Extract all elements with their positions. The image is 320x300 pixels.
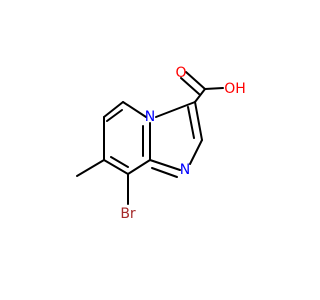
bond-ring6-c8-c8a: [127, 159, 151, 175]
atom-label-n-bridge: N: [145, 109, 155, 125]
bond-cooh-carbonyl-double: [180, 77, 200, 95]
bond-ring5-c3-c2-double: [187, 106, 195, 139]
atom-label-br: Br: [120, 206, 136, 222]
bond-ring6-n-c5: [122, 101, 147, 118]
bond-ring6-c5-c6-double: [106, 109, 123, 122]
bond-cooh-carbonyl: [185, 71, 206, 90]
bond-ring6-c7-c8: [103, 159, 129, 175]
bond-ring5-n1-c8a-double: [151, 167, 178, 178]
atom-label-o-hydroxyl: OH: [224, 81, 246, 97]
bond-ring5-n-c3: [155, 101, 196, 118]
bond-ring6-c5-c6: [103, 101, 124, 118]
bond-c7-methyl: [76, 159, 105, 177]
bond-ring5-c2-n1: [189, 139, 203, 165]
atom-label-o-carbonyl: O: [175, 65, 186, 81]
bond-ring5-c3-c2: [194, 101, 203, 141]
bond-ring6-c7-c8-double: [110, 156, 129, 168]
bond-cooh-hydroxyl: [204, 87, 224, 90]
bond-ring5-n1-c8a: [149, 159, 181, 171]
molecule-structure-diagram: O OH N N Br: [76, 65, 246, 222]
atom-label-n-ring: N: [180, 162, 190, 178]
bond-c3-cooh: [194, 88, 206, 103]
